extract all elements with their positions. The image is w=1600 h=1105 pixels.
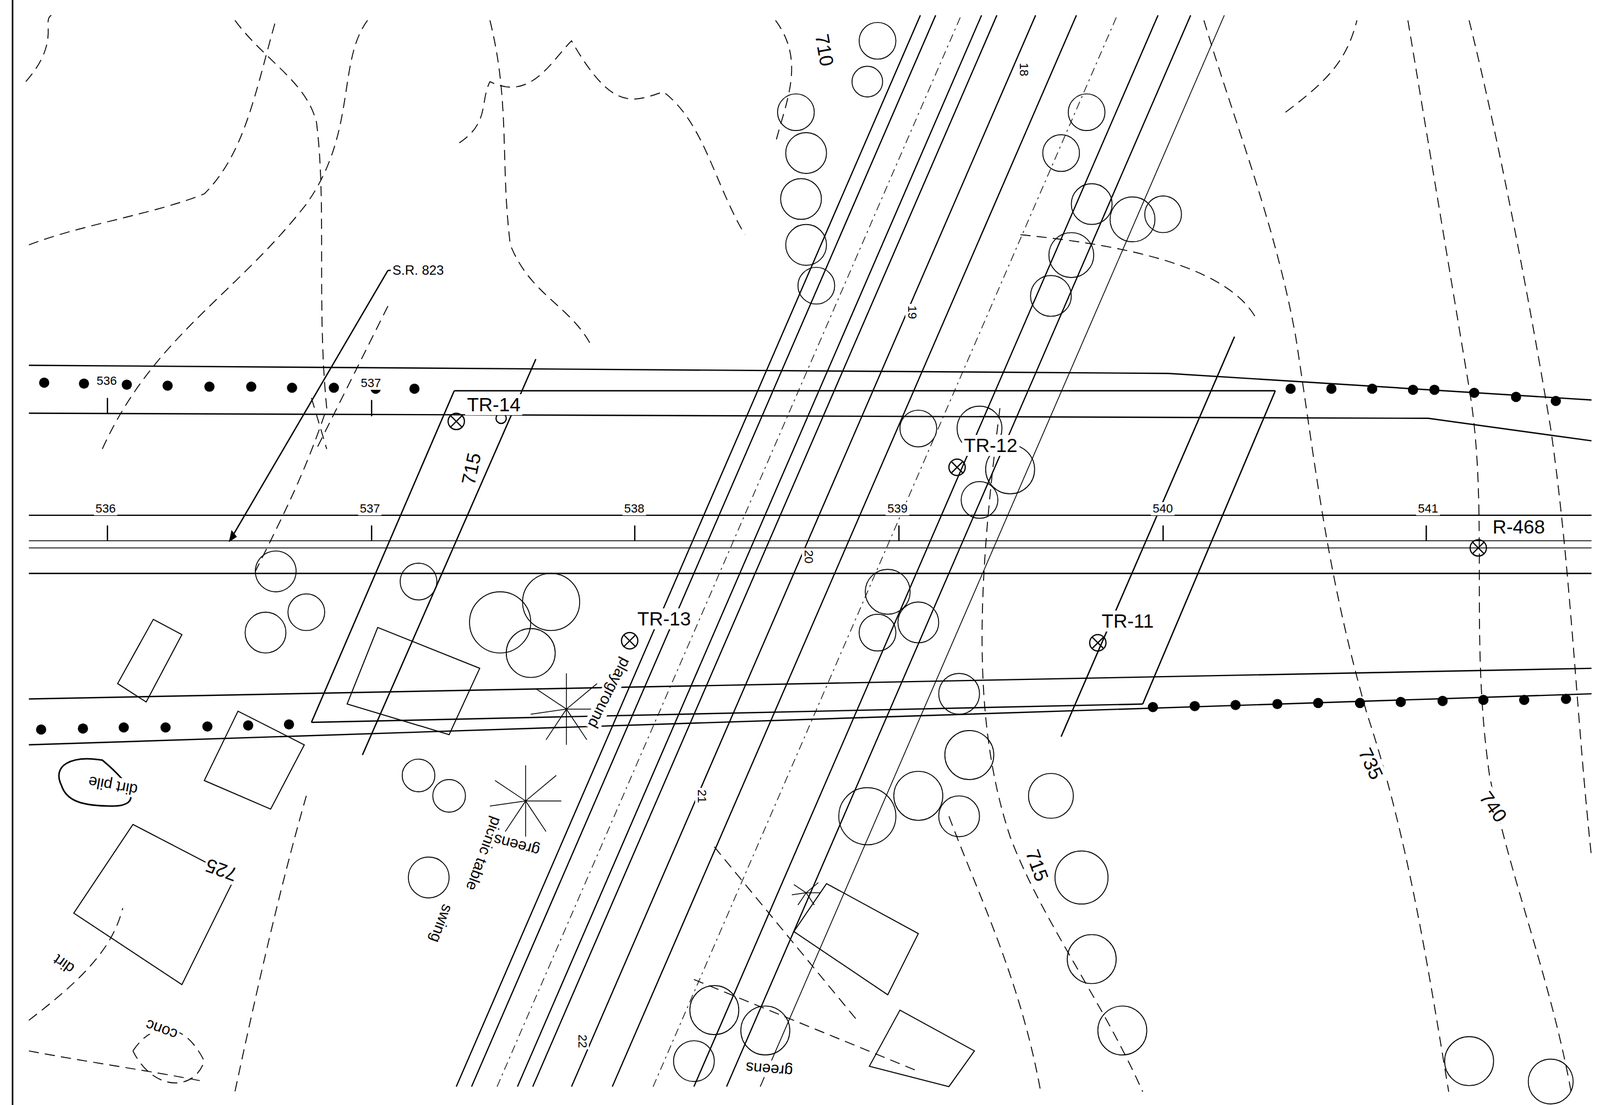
map-label: dirt pile: [85, 772, 141, 799]
map-label: TR-13: [635, 608, 693, 630]
map-label: 735: [1353, 743, 1388, 785]
map-label: 536: [94, 501, 118, 516]
map-label: 537: [358, 501, 382, 516]
tree-canopies: [244, 22, 1574, 1104]
map-label: TR-11: [1100, 610, 1156, 632]
map-label: 740: [1474, 785, 1512, 828]
roadway-lines: [28, 270, 1592, 755]
map-label: 537: [359, 376, 384, 390]
map-label: dirt: [48, 949, 79, 978]
map-label: 540: [1150, 501, 1175, 516]
map-label: 21: [694, 787, 708, 805]
map-label: 19: [904, 303, 919, 321]
map-label: greens: [489, 829, 543, 860]
map-label: greens: [743, 1058, 796, 1080]
map-label: swing: [425, 900, 456, 947]
map-label: 536: [94, 374, 119, 388]
map-label: 22: [575, 1032, 589, 1050]
fence-dots: [35, 377, 1571, 735]
map-label: conc: [142, 1014, 182, 1043]
map-label: S.R. 823: [390, 263, 446, 278]
palm-symbols: [489, 673, 821, 905]
map-label: TR-14: [465, 394, 522, 416]
railway-lines: [456, 15, 1225, 1087]
map-label: 20: [801, 548, 816, 565]
map-label: TR-12: [962, 434, 1019, 457]
map-label: 725: [201, 853, 243, 886]
map-label: picnic table: [461, 812, 506, 894]
map-label: 538: [622, 501, 647, 516]
map-label: 715: [457, 449, 486, 489]
map-label: 539: [885, 501, 910, 516]
map-label: 710: [810, 30, 838, 70]
map-label: 541: [1416, 501, 1440, 516]
map-label: 715: [1020, 844, 1053, 886]
map-label: R-468: [1491, 516, 1547, 538]
contour-lines: [25, 15, 1592, 1092]
map-label: 18: [1017, 61, 1031, 78]
survey-points: [448, 413, 1487, 652]
